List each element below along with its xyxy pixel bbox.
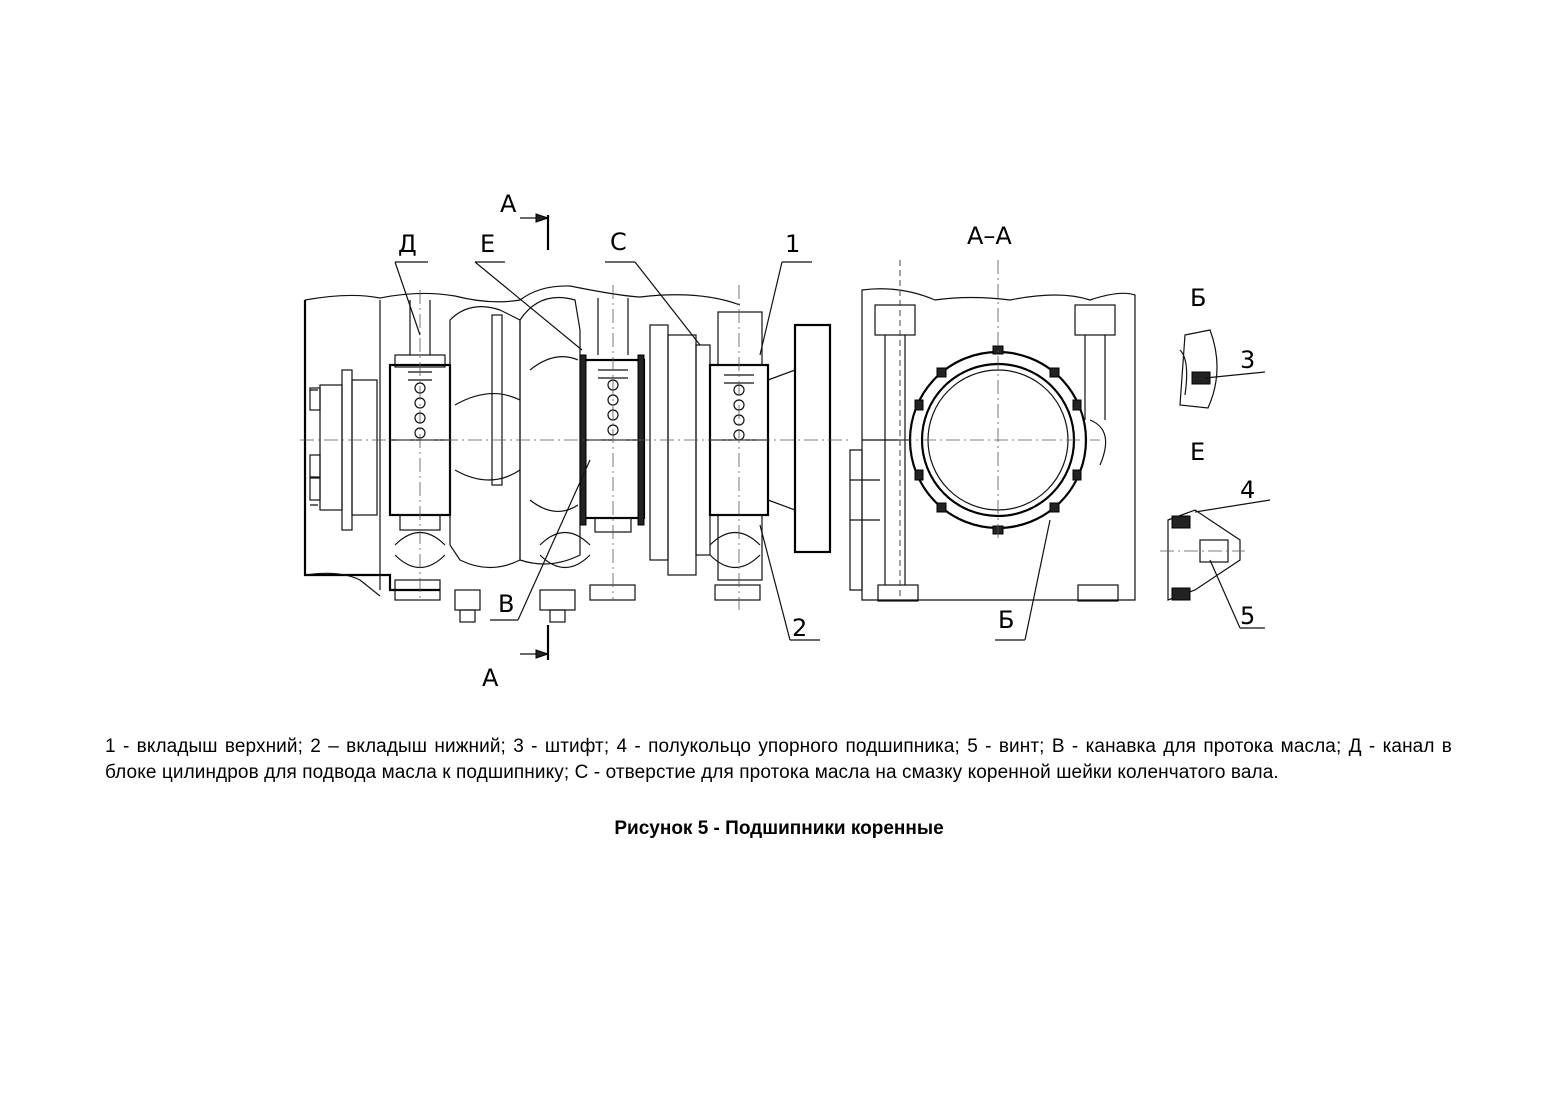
label-3: 3 bbox=[1240, 346, 1255, 374]
label-d: Д bbox=[398, 230, 417, 258]
label-2: 2 bbox=[792, 614, 807, 642]
side-view bbox=[300, 213, 850, 660]
figure-caption: 1 - вкладыш верхний; 2 – вкладыш нижний;… bbox=[105, 736, 1452, 783]
section-aa bbox=[849, 260, 1136, 641]
label-5: 5 bbox=[1240, 602, 1255, 630]
detail-e bbox=[1160, 499, 1271, 629]
technical-drawing: Д Е А С 1 А–А Б 3 Е 4 5 Б В А 2 bbox=[300, 190, 1271, 692]
label-4: 4 bbox=[1240, 476, 1255, 504]
label-section-aa: А–А bbox=[967, 222, 1012, 250]
left-bolt-stack bbox=[309, 387, 321, 501]
label-a-top: А bbox=[500, 190, 517, 218]
label-detail-b: Б bbox=[1190, 284, 1206, 312]
crankshaft-bearings-drawing: Д Е А С 1 А–А Б 3 Е 4 5 Б В А 2 bbox=[300, 190, 1271, 692]
detail-b bbox=[1179, 329, 1266, 409]
label-a-bottom: А bbox=[482, 664, 499, 692]
label-b-bottom: Б bbox=[998, 606, 1014, 634]
figure-title: Рисунок 5 - Подшипники коренные bbox=[614, 818, 944, 839]
label-c: С bbox=[610, 228, 627, 256]
label-detail-e: Е bbox=[1190, 438, 1205, 466]
label-v: В bbox=[498, 590, 514, 618]
label-e-top: Е bbox=[480, 230, 495, 258]
bottom-bolts bbox=[394, 531, 761, 623]
main-bearing-middle bbox=[579, 298, 646, 533]
label-1: 1 bbox=[785, 230, 800, 258]
